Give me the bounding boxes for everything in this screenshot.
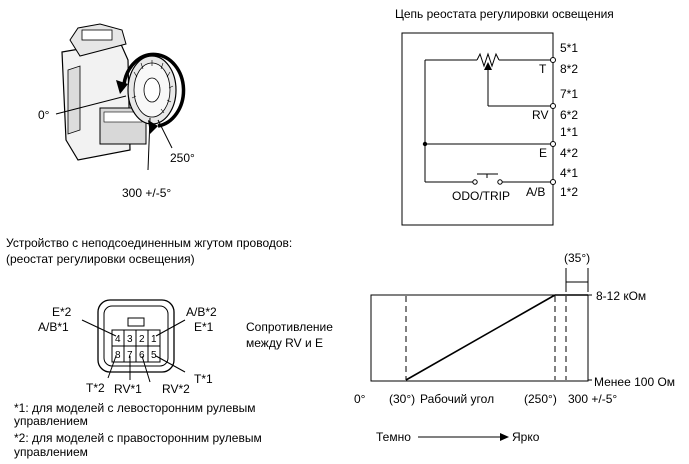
note-1-line-2: управлением (14, 414, 88, 428)
resistance-curve (405, 294, 556, 381)
pin-5: 5 (151, 350, 157, 361)
odo-trip-switch-symbol (472, 173, 503, 185)
pin-e-number-1: 1*1 (560, 125, 578, 139)
pin-ab-number-1: 4*1 (560, 166, 578, 180)
bright-label: Ярко (512, 430, 540, 444)
bracket-label: (35°) (564, 251, 590, 265)
pin-ab-label: A/B (526, 185, 545, 199)
tick-250-label: (250°) (524, 392, 557, 406)
switch-label: ODO/TRIP (452, 189, 510, 203)
pin-t-number-2: 8*2 (560, 62, 578, 76)
pin-e-label: E (539, 146, 547, 160)
label-rv-1: RV*1 (114, 382, 142, 396)
pin-6: 6 (139, 350, 145, 361)
note-2-line-1: *2: для моделей с правосторонним рулевым (14, 431, 262, 445)
label-t-1: T*1 (194, 372, 213, 386)
low-resistance-label: Менее 100 Ом (594, 375, 675, 389)
connector-heading-line2: (реостат регулировки освещения) (6, 252, 195, 266)
circuit-terminals (550, 57, 556, 185)
dark-label: Темно (376, 430, 411, 444)
resistance-graph (370, 268, 592, 438)
circuit-diagram (401, 32, 554, 226)
label-e-2: E*2 (52, 305, 72, 319)
label-ab-2: A/B*2 (186, 305, 217, 319)
rheostat-illustration (55, 23, 186, 171)
label-rv-2: RV*2 (162, 382, 190, 396)
graph-ylabel-line2: между RV и E (246, 336, 323, 350)
working-angle-label: Рабочий угол (420, 392, 494, 406)
label-e-1: E*1 (194, 320, 214, 334)
pin-e-number-2: 4*2 (560, 146, 578, 160)
pin-1: 1 (151, 334, 157, 345)
label-t-2: T*2 (86, 381, 105, 395)
pin-t-label: T (539, 62, 547, 76)
pin-8: 8 (115, 350, 121, 361)
wiper-arrow-icon (484, 62, 492, 70)
angle-zero-label: 0° (38, 108, 50, 122)
resistor-symbol (476, 52, 500, 68)
pin-3: 3 (127, 334, 133, 345)
tick-300-label: 300 +/-5° (568, 392, 617, 406)
pin-rv-number-2: 6*2 (560, 108, 578, 122)
arrow-right-icon (500, 433, 509, 441)
tick-30-label: (30°) (389, 392, 415, 406)
pin-2: 2 (139, 334, 145, 345)
graph-ylabel-line1: Сопротивление (246, 320, 333, 334)
tick-0-label: 0° (354, 392, 366, 406)
connector-face (97, 299, 175, 373)
pin-rv-label: RV (532, 108, 548, 122)
circuit-box (401, 32, 554, 226)
high-resistance-label: 8-12 кОм (596, 289, 646, 303)
pin-7: 7 (127, 350, 133, 361)
note-1-line-1: *1: для моделей с левосторонним рулевым (14, 401, 256, 415)
pin-t-number-1: 5*1 (560, 41, 578, 55)
graph-frame (370, 294, 589, 382)
angle-250-label: 250° (170, 151, 195, 165)
junction-dot (422, 141, 428, 147)
note-2-line-2: управлением (14, 445, 88, 459)
label-ab-1: A/B*1 (38, 320, 69, 334)
connector-leader-lines (81, 319, 186, 383)
connector-heading-line1: Устройство с неподсоединенным жгутом про… (6, 236, 292, 250)
pin-4: 4 (115, 334, 121, 345)
circuit-title: Цепь реостата регулировки освещения (395, 7, 614, 21)
connector-pin-numbers: 4 3 2 1 8 7 6 5 (115, 334, 157, 361)
angle-300-label: 300 +/-5° (122, 186, 171, 200)
pin-ab-number-2: 1*2 (560, 185, 578, 199)
pin-rv-number-1: 7*1 (560, 87, 578, 101)
